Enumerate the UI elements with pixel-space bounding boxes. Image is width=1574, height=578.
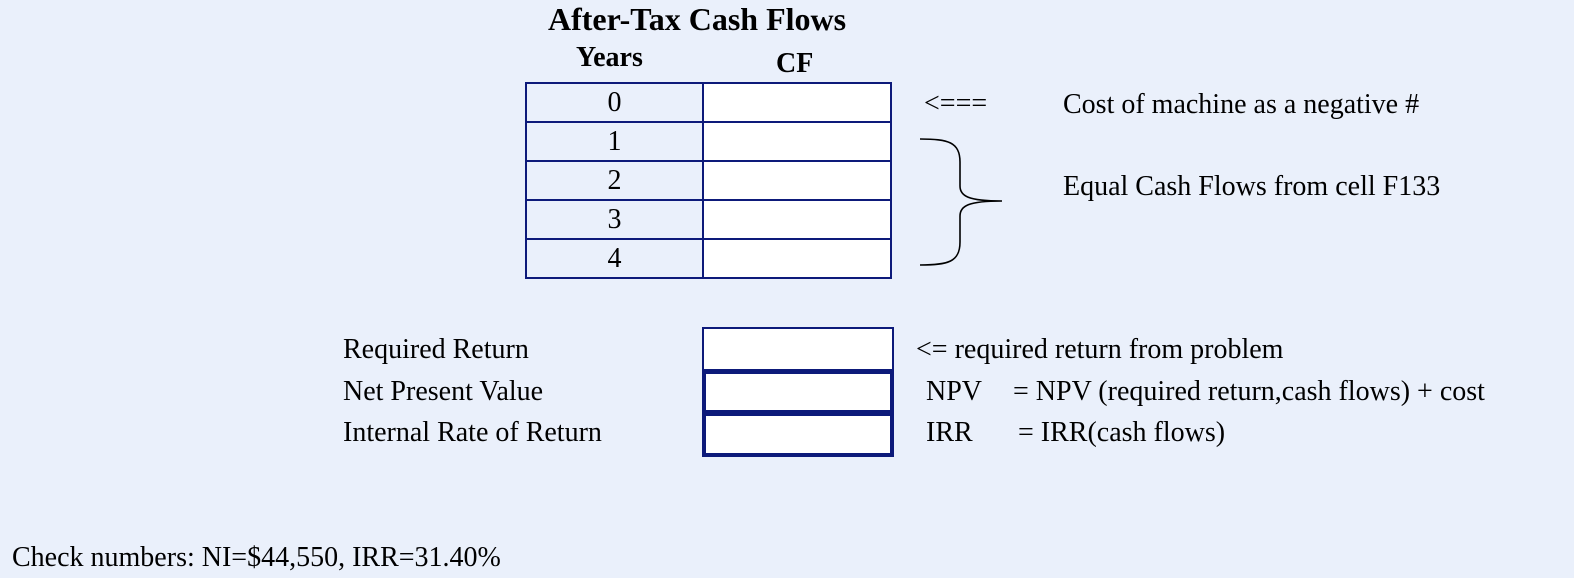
- table-row: 3: [525, 199, 892, 240]
- irr-note-formula: = IRR(cash flows): [1018, 417, 1226, 448]
- table-row: 2: [525, 160, 892, 201]
- year-cell: 2: [525, 160, 704, 201]
- cash-flow-cell-year-3[interactable]: [702, 199, 892, 240]
- year-cell: 4: [525, 238, 704, 279]
- table-row: 1: [525, 121, 892, 162]
- npv-note-formula: = NPV (required return,cash flows) + cos…: [1013, 376, 1485, 407]
- sheet-title: After-Tax Cash Flows: [548, 1, 847, 37]
- curly-brace-icon: [919, 138, 1003, 266]
- cash-flow-cell-year-1[interactable]: [702, 121, 892, 162]
- npv-note-key: NPV: [926, 376, 983, 407]
- required-return-note: <= required return from problem: [916, 334, 1284, 365]
- year-cell: 0: [525, 82, 704, 123]
- cost-note: Cost of machine as a negative #: [1063, 89, 1420, 120]
- cash-flow-cell-year-0[interactable]: [702, 82, 892, 123]
- cash-flow-cell-year-4[interactable]: [702, 238, 892, 279]
- table-row: 4: [525, 238, 892, 279]
- irr-label: Internal Rate of Return: [343, 417, 602, 448]
- years-column-header: Years: [576, 42, 643, 73]
- year-cell: 3: [525, 199, 704, 240]
- required-return-label: Required Return: [343, 334, 529, 365]
- table-row: 0: [525, 82, 892, 123]
- irr-note-key: IRR: [926, 417, 973, 448]
- required-return-input[interactable]: [702, 327, 894, 371]
- check-numbers-text: Check numbers: NI=$44,550, IRR=31.40%: [12, 542, 501, 573]
- cash-flow-cell-year-2[interactable]: [702, 160, 892, 201]
- cash-flow-table: 0 1 2 3 4: [525, 82, 892, 279]
- equal-cash-flows-note: Equal Cash Flows from cell F133: [1063, 171, 1441, 202]
- npv-label: Net Present Value: [343, 376, 544, 407]
- npv-input[interactable]: [702, 370, 894, 414]
- left-arrow-icon: <===: [924, 88, 988, 119]
- cf-column-header: CF: [776, 48, 814, 79]
- irr-input[interactable]: [702, 412, 894, 457]
- year-cell: 1: [525, 121, 704, 162]
